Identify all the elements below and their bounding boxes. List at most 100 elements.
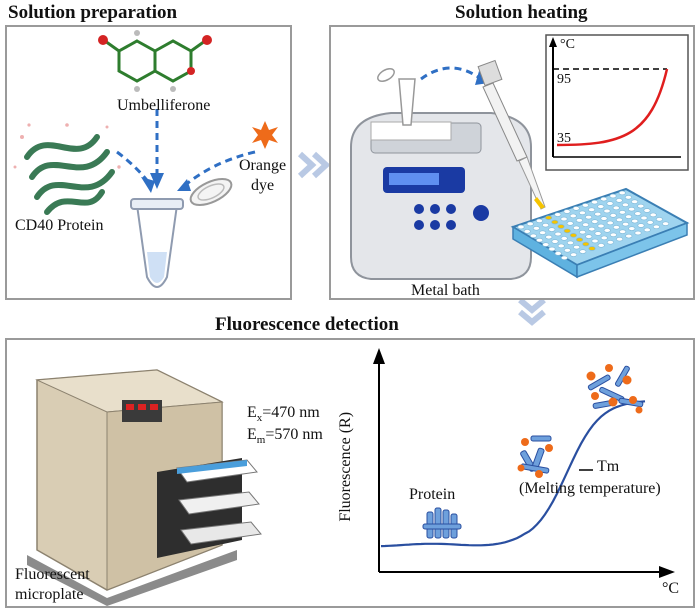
plate-well <box>643 208 651 213</box>
plate-well <box>597 223 605 229</box>
plate-well <box>631 199 639 204</box>
emission-label: Em=570 nm <box>247 426 323 447</box>
plate-well <box>563 228 571 234</box>
plate-well <box>655 217 663 222</box>
excitation-label: Ex=470 nm <box>247 404 320 425</box>
plate-well <box>588 207 596 212</box>
plate-well <box>542 242 550 247</box>
plate-well <box>560 255 568 261</box>
x-axis-arrow-icon <box>659 566 675 578</box>
plate-well <box>600 196 608 202</box>
plate-well <box>594 211 602 217</box>
tube-cap-icon <box>189 178 233 206</box>
plate-well <box>637 223 645 228</box>
plate-well <box>597 243 605 248</box>
plate-well <box>570 252 578 257</box>
plate-well <box>615 217 623 223</box>
label-umbelliferone: Umbelliferone <box>117 97 211 114</box>
tick-label-95: 95 <box>557 72 571 87</box>
metal-bath-device-icon <box>350 112 532 280</box>
y-axis-arrow-icon <box>373 348 385 364</box>
microplate-reader-icon <box>27 369 262 606</box>
plate-well <box>606 220 614 226</box>
plate-well <box>591 238 599 244</box>
plate-well <box>554 231 562 237</box>
plate-well <box>634 230 642 236</box>
plate-well <box>600 216 608 221</box>
plate-well <box>575 218 583 223</box>
plate-well <box>576 237 584 242</box>
plate-well <box>628 207 636 212</box>
label-protein: Protein <box>409 486 456 503</box>
plate-well <box>517 224 525 230</box>
plate-well <box>621 202 629 208</box>
plate-well <box>616 237 624 242</box>
plate-well <box>628 226 636 231</box>
plate-well <box>649 212 657 218</box>
title-solution-preparation: Solution preparation <box>8 2 178 23</box>
plate-well <box>573 245 581 250</box>
folded-protein-icon <box>422 507 462 539</box>
plate-wells <box>517 190 670 261</box>
plate-well <box>609 232 617 238</box>
heating-illustration <box>350 34 690 280</box>
oxygen-atom-icon <box>98 35 108 45</box>
label-melting-temperature: (Melting temperature) <box>519 480 661 497</box>
umbelliferone-molecule-icon <box>104 39 206 83</box>
x-axis-label: °C <box>662 580 680 597</box>
plate-well <box>600 235 608 241</box>
plate-well <box>591 219 599 224</box>
microtube-icon <box>130 198 184 288</box>
plate-well <box>560 236 568 241</box>
plate-well <box>548 246 556 252</box>
cd40-protein-icon <box>24 134 115 215</box>
plate-well <box>615 198 623 203</box>
plate-well <box>526 221 534 227</box>
y-axis-label: Fluorescence (R) <box>337 411 355 522</box>
label-orange-dye-2: dye <box>251 177 275 194</box>
plate-well <box>646 220 654 225</box>
plate-well <box>572 225 580 231</box>
plate-well <box>545 215 553 220</box>
plate-well <box>625 233 633 239</box>
plate-well <box>640 215 648 221</box>
plate-well <box>554 251 562 256</box>
plate-well <box>539 230 547 235</box>
label-metal-bath: Metal bath <box>411 282 480 299</box>
plate-well <box>606 201 614 206</box>
label-instrument-line1: Fluorescent <box>15 566 90 583</box>
plate-well <box>597 204 605 209</box>
plate-well <box>631 218 639 224</box>
plate-well <box>532 226 540 231</box>
plate-well <box>554 212 562 217</box>
melting-curve <box>380 400 646 548</box>
plate-well <box>523 229 531 234</box>
plate-well <box>624 195 632 200</box>
panel-solution-preparation: Umbelliferone CD40 Protein Orange dye <box>5 25 292 300</box>
plate-well <box>588 226 596 232</box>
chevron-down-icon <box>518 298 546 326</box>
plate-well <box>557 243 565 249</box>
label-instrument-line2: microplate <box>15 586 84 603</box>
plate-well <box>536 238 544 243</box>
plate-well <box>572 206 580 211</box>
plate-well <box>566 221 574 226</box>
temperature-graph-frame <box>545 34 689 171</box>
plate-well <box>625 214 633 219</box>
label-cd40-protein: CD40 Protein <box>15 217 104 234</box>
detection-illustration <box>27 348 675 606</box>
label-orange-dye-1: Orange <box>239 157 287 174</box>
plate-well <box>535 218 543 224</box>
protein-speckles <box>13 123 121 169</box>
plate-well <box>566 240 574 246</box>
dashed-arrows <box>116 109 256 189</box>
plate-well <box>585 234 593 239</box>
plate-well <box>591 200 599 205</box>
panel-fluorescence-detection: Ex=470 nm Em=570 nm Fluorescent micropla… <box>5 338 695 608</box>
plate-well <box>557 224 565 229</box>
graph-unit-celsius: °C <box>560 37 575 52</box>
pipette-icon <box>477 59 546 210</box>
plate-well <box>643 227 651 233</box>
label-tm: Tm <box>597 458 620 475</box>
orange-dye-icon <box>252 121 278 149</box>
